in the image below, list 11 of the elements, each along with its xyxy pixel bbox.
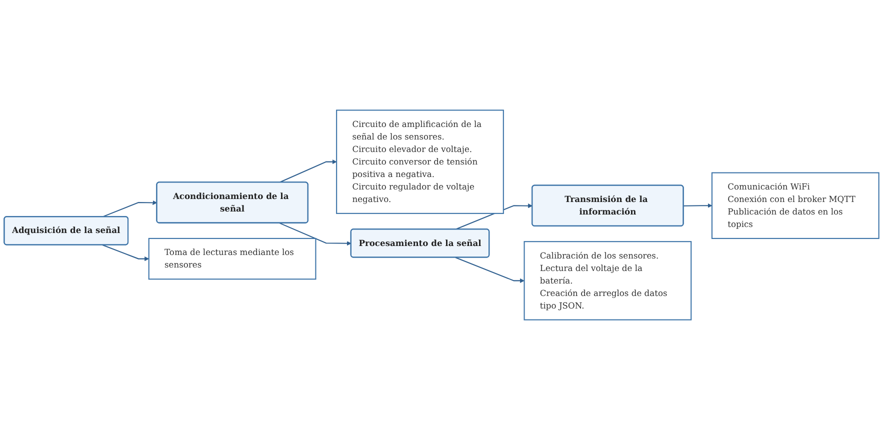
node-box: Comunicación WiFi Conexión con el broker MQTT Publicación de datos en los topics xyxy=(711,172,880,239)
arrow xyxy=(455,257,524,283)
node-box: Toma de lecturas mediante los sensores xyxy=(148,238,316,280)
arrow xyxy=(279,160,337,183)
arrow xyxy=(684,203,712,208)
arrow xyxy=(279,222,352,246)
arrow xyxy=(455,204,533,230)
node-box: Circuito de amplificación de la señal de los sensores. Circuito elevador de voltaje. Circuito conversor de tensión positiva a negativa. Circuito regulador de voltaje negativo. xyxy=(336,110,504,214)
node-box: Calibración de los sensores. Lectura del voltaje de la batería. Creación de arreglos de datos tipo JSON. xyxy=(524,241,692,320)
arrow xyxy=(102,200,158,218)
arrow xyxy=(102,244,150,262)
